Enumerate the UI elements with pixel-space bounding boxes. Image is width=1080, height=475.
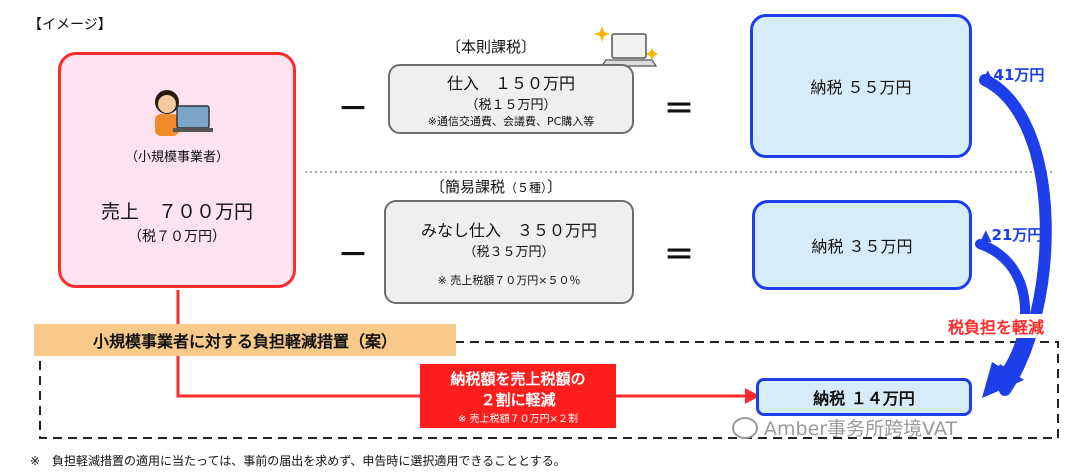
standard-title: 〔本則課税〕 [446,38,537,56]
laptop-sparkle-icon [594,26,658,67]
blue-arrow-small [975,239,1031,390]
standard-purchase-note: ※通信交通費、会議費、PC購入等 [427,114,595,128]
red-arrow-head [745,388,760,404]
simplified-title-main: 〔簡易課税 [430,178,506,196]
standard-purchase-tax: （税１５万円） [465,97,557,113]
standard-reduction: ▲41万円 [982,66,1045,84]
standard-purchase: 仕入 １５０万円 [446,73,575,93]
person-label: （小規模事業者） [124,150,229,165]
watermark-text: Amber事务所跨境VAT [764,418,957,440]
reduction-red-box: 納税額を売上税額の ２割に軽減 ※ 売上税額７０万円×２割 [420,364,616,428]
equals-operator-simplified: ＝ [664,238,694,273]
measure-result-box: 納税 １４万円 [756,378,972,416]
red-box-line1: 納税額を売上税額の [450,369,586,388]
red-box-line2: ２割に軽減 [480,390,556,409]
minus-operator-simplified: － [338,238,368,273]
person-at-laptop-icon [155,90,213,136]
measure-dashed-frame [39,341,1059,439]
minus-operator-standard: － [338,92,368,127]
simplified-purchase-note: ※ 売上税額７０万円×５０％ [437,273,581,287]
simplified-title: 〔簡易課税（５種）〕 [430,176,562,197]
simplified-purchase-box: みなし仕入 ３５０万円 （税３５万円） ※ 売上税額７０万円×５０％ [384,200,634,304]
standard-result: 納税 ５５万円 [810,78,912,97]
sales-tax: （税７０万円） [128,229,226,245]
simplified-title-end: 〕 [547,178,563,196]
simplified-title-sub: （５種） [505,181,548,195]
equals-operator-standard: ＝ [664,92,694,127]
measure-banner-text: 小規模事業者に対する負担軽減措置（案） [92,332,397,351]
burden-reduction-label: 税負担を軽減 [945,314,1048,338]
sales-amount: 売上 ７００万円 [100,201,253,223]
blue-arrow-small-head [982,362,1012,398]
watermark: Amber事务所跨境VAT [732,414,957,441]
simplified-purchase-tax: （税３５万円） [463,244,555,260]
standard-purchase-box: 仕入 １５０万円 （税１５万円） ※通信交通費、会議費、PC購入等 [388,64,634,134]
red-box-note: ※ 売上税額７０万円×２割 [458,413,578,425]
simplified-reduction: ▲21万円 [980,226,1043,244]
simplified-purchase: みなし仕入 ３５０万円 [420,220,597,240]
measure-banner: 小規模事業者に対する負担軽減措置（案） [34,324,456,356]
simplified-result-box: 納税 ３５万円 [752,200,972,290]
sales-box: （小規模事業者） 売上 ７００万円 （税７０万円） [58,52,296,288]
standard-result-box: 納税 ５５万円 [750,14,972,158]
blue-arrow-large [979,74,1052,396]
measure-result: 納税 １４万円 [813,389,915,408]
footnote: ※ 負担軽減措置の適用に当たっては、事前の届出を求めず、申告時に選択適用できるこ… [30,454,566,468]
image-tag: 【イメージ】 [28,17,112,33]
simplified-result: 納税 ３５万円 [811,237,913,256]
wechat-icon [732,416,758,439]
